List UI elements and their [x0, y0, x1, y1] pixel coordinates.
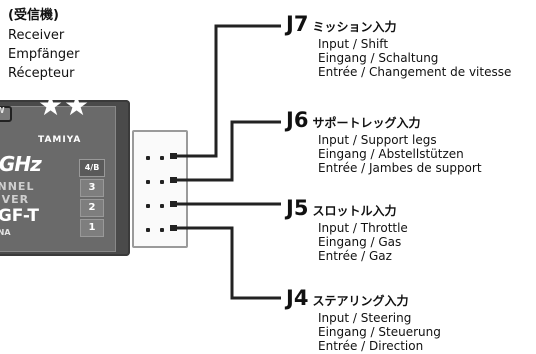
star-logo-icon: ★	[38, 89, 64, 122]
pin	[160, 228, 164, 232]
port-id: J7	[286, 12, 309, 36]
channel-label-4b: 4/B	[79, 159, 105, 177]
port-id: J5	[286, 196, 309, 220]
pin	[146, 228, 150, 232]
port-line: Input / Steering	[318, 311, 412, 325]
port-id: J4	[286, 286, 309, 310]
port-line: Entrée / Direction	[318, 339, 424, 353]
leader-line-j4	[172, 226, 281, 300]
port-jp: サポートレッグ入力	[312, 116, 421, 130]
port-line: Input / Shift	[318, 37, 389, 51]
port-line: Input / Support legs	[318, 133, 437, 147]
receiver-sw-text: SW	[0, 106, 5, 115]
channel-label-1: 1	[80, 219, 104, 237]
port-line: Eingang / Gas	[318, 235, 402, 249]
receiver-unit: SW ★ ★ TAMIYA 4GHz ANNEL EIVER 4GF-T HIN…	[0, 92, 130, 256]
receiver-origin: HINA	[0, 228, 11, 237]
port-id: J6	[286, 108, 309, 132]
leader-end-j6	[170, 177, 177, 183]
leader-end-j5	[170, 201, 177, 207]
receiver-model: 4GF-T	[0, 206, 40, 226]
receiver-frequency: 4GHz	[0, 152, 42, 176]
leader-end-j4	[170, 225, 177, 231]
port-line: Eingang / Steuerung	[318, 325, 441, 339]
port-jp: スロットル入力	[312, 204, 397, 218]
port-line: Eingang / Abstellstützen	[318, 147, 464, 161]
port-line: Entrée / Jambes de support	[318, 161, 482, 175]
channel-label-3: 3	[80, 179, 104, 197]
leader-line-j6	[172, 120, 281, 182]
port-jp: ステアリング入力	[312, 294, 409, 308]
port-jp: ミッション入力	[312, 20, 397, 34]
pin	[146, 156, 150, 160]
pin	[160, 156, 164, 160]
port-line: Input / Throttle	[318, 221, 408, 235]
channel-label-2: 2	[80, 199, 104, 217]
port-line: Entrée / Gaz	[318, 249, 392, 263]
pin	[146, 180, 150, 184]
pin	[146, 204, 150, 208]
port-line: Eingang / Schaltung	[318, 51, 439, 65]
receiver-receiver-text: EIVER	[0, 193, 30, 206]
star-logo-icon: ★	[64, 89, 90, 122]
receiver-switch-slot	[0, 106, 12, 122]
header-german: Empfänger	[8, 47, 80, 62]
header-japanese: (受信機)	[8, 8, 59, 23]
pin	[160, 204, 164, 208]
port-line: Entrée / Changement de vitesse	[318, 65, 512, 79]
leader-line-j7	[172, 24, 281, 158]
header-english: Receiver	[8, 28, 65, 43]
receiver-channel-text: ANNEL	[0, 180, 35, 193]
header-french: Récepteur	[8, 66, 75, 81]
leader-end-j7	[170, 153, 177, 159]
receiver-brand: TAMIYA	[38, 135, 82, 145]
pin	[160, 180, 164, 184]
